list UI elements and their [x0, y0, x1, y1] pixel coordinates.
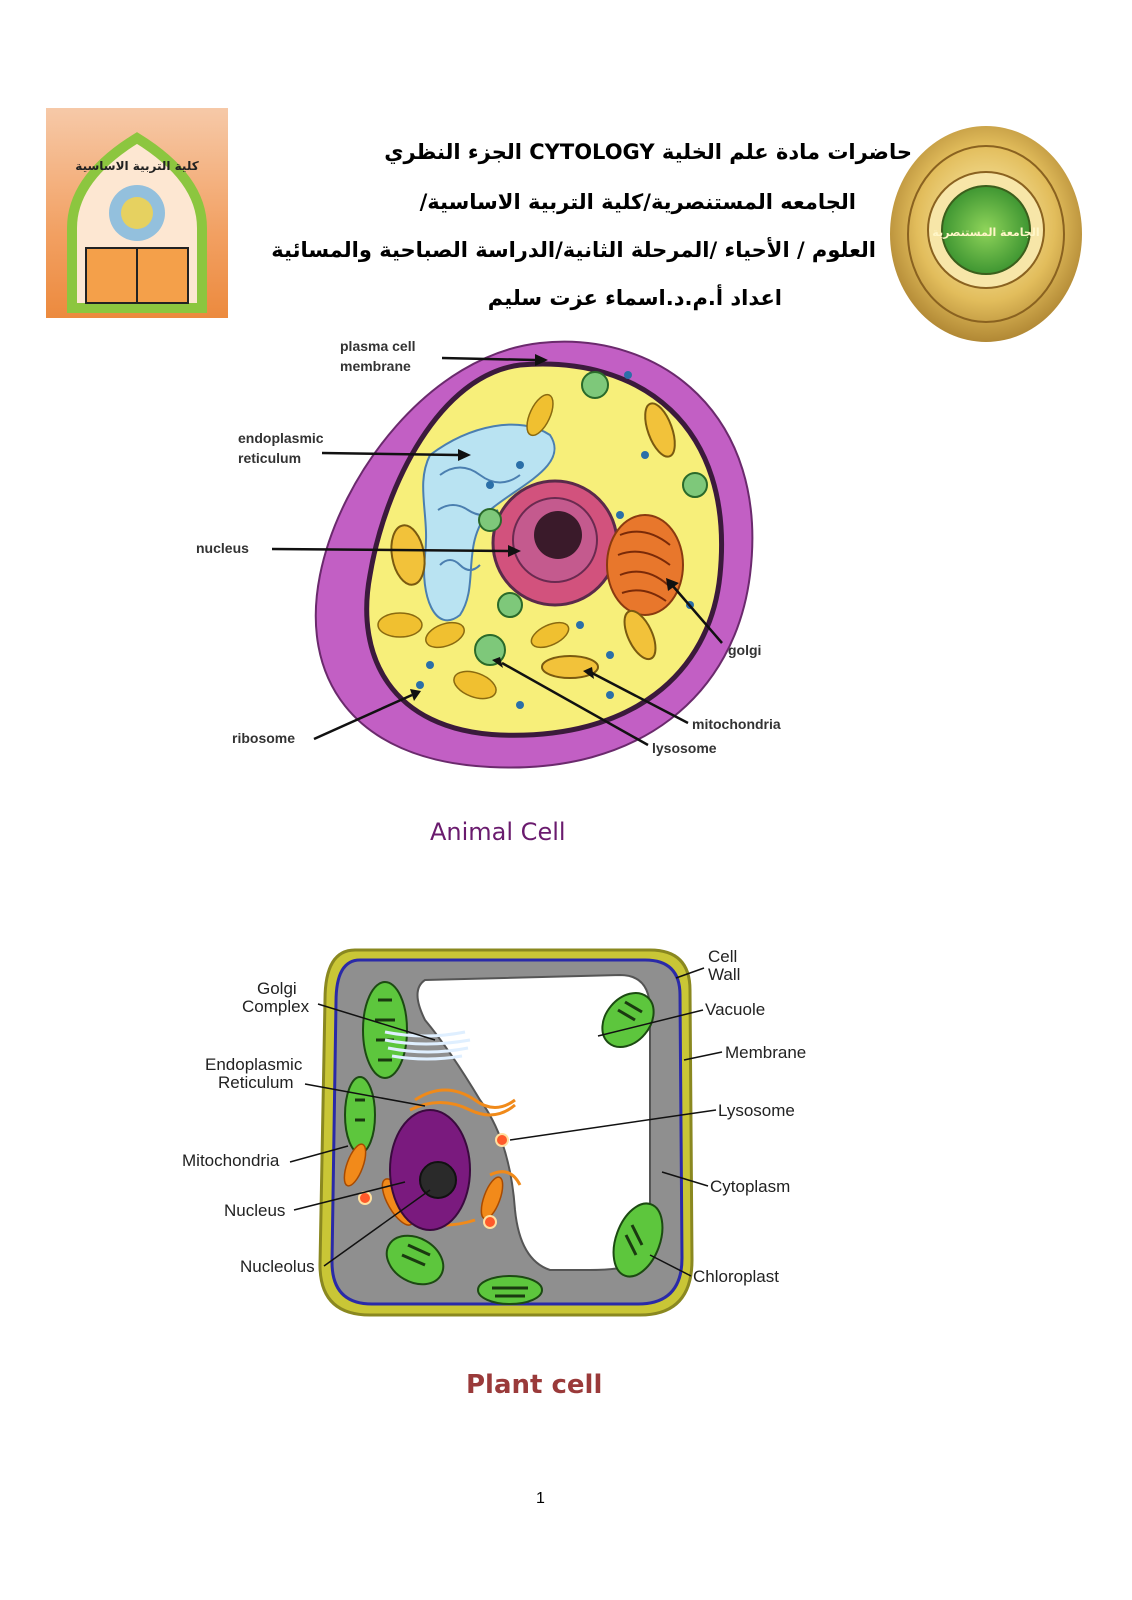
plant-cell-svg: Cell Wall Vacuole Membrane Lysosome Cyto… — [180, 940, 830, 1340]
animal-cell-caption: Animal Cell — [430, 818, 566, 846]
label-cytoplasm: Cytoplasm — [710, 1177, 790, 1196]
college-logo: كلية التربية الاساسية — [46, 108, 228, 318]
label-plasma-membrane-1: plasma cell — [340, 338, 416, 354]
label-golgi: golgi — [728, 642, 761, 658]
label-golgi-2: Complex — [242, 997, 310, 1016]
label-nucleus: Nucleus — [224, 1201, 285, 1220]
label-er-2: Reticulum — [218, 1073, 294, 1092]
label-ribosome: ribosome — [232, 730, 295, 746]
label-mitochondria: Mitochondria — [182, 1151, 280, 1170]
university-seal-image: الجامعة المستنصرية — [888, 124, 1084, 346]
label-nucleus: nucleus — [196, 540, 249, 556]
label-mitochondria: mitochondria — [692, 716, 781, 732]
label-er-2: reticulum — [238, 450, 301, 466]
animal-cell-svg: plasma cell membrane endoplasmic reticul… — [190, 335, 830, 795]
plant-cell-diagram: Cell Wall Vacuole Membrane Lysosome Cyto… — [180, 940, 830, 1340]
label-chloroplast: Chloroplast — [693, 1267, 779, 1286]
university-seal-text: الجامعة المستنصرية — [932, 226, 1039, 239]
header-line-2: الجامعه المستنصرية/كلية التربية الاساسية… — [420, 190, 856, 214]
label-lysosome: lysosome — [652, 740, 717, 756]
label-vacuole: Vacuole — [705, 1000, 765, 1019]
label-cell-wall-1: Cell — [708, 947, 737, 966]
header-line-3: العلوم / الأحياء /المرحلة الثانية/الدراس… — [271, 238, 876, 262]
label-nucleolus: Nucleolus — [240, 1257, 315, 1276]
label-membrane: Membrane — [725, 1043, 806, 1062]
animal-cell-diagram: plasma cell membrane endoplasmic reticul… — [190, 335, 830, 795]
header-line-4: اعداد أ.م.د.اسماء عزت سليم — [488, 286, 782, 310]
label-er-1: endoplasmic — [238, 430, 324, 446]
label-golgi-1: Golgi — [257, 979, 297, 998]
label-cell-wall-2: Wall — [708, 965, 740, 984]
label-plasma-membrane-2: membrane — [340, 358, 411, 374]
page-number: 1 — [536, 1490, 545, 1508]
plant-cell-caption: Plant cell — [466, 1370, 602, 1400]
label-er-1: Endoplasmic — [205, 1055, 303, 1074]
college-logo-text: كلية التربية الاساسية — [75, 159, 198, 173]
college-logo-image: كلية التربية الاساسية — [46, 108, 228, 318]
header-line-1: حاضرات مادة علم الخلية CYTOLOGY الجزء ال… — [384, 140, 912, 164]
label-lysosome: Lysosome — [718, 1101, 795, 1120]
university-seal: الجامعة المستنصرية — [888, 124, 1084, 346]
